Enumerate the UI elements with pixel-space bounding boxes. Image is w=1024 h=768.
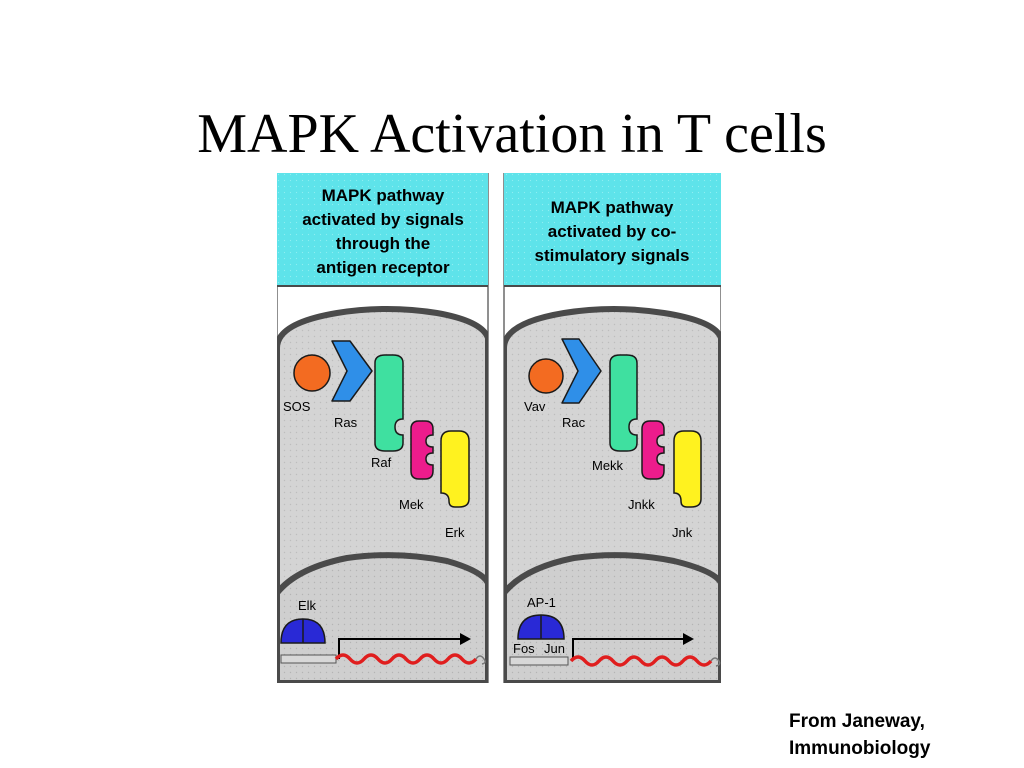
right-panel-header	[504, 173, 721, 286]
erk-label: Erk	[445, 525, 465, 540]
raf-icon	[374, 354, 404, 452]
left-nucleus	[277, 552, 488, 683]
left-transcription-arrow	[338, 638, 462, 659]
rac-label: Rac	[562, 415, 586, 430]
vav-label: Vav	[524, 399, 546, 414]
left-mrna	[334, 653, 478, 665]
vav-icon	[528, 358, 564, 394]
left-promoter-dna	[280, 654, 337, 664]
left-header-line-3: through the	[336, 234, 430, 253]
mekk-icon	[609, 354, 638, 452]
raf-label: Raf	[371, 455, 392, 470]
sos-icon	[293, 354, 331, 392]
jun-label: Jun	[544, 641, 565, 656]
mapk-pathway-figure: MAPK pathway activated by signals throug…	[277, 173, 721, 683]
erk-icon	[440, 430, 470, 508]
right-header-line-1: MAPK pathway	[551, 198, 674, 217]
ap1-label: AP-1	[527, 595, 556, 610]
mekk-label: Mekk	[592, 458, 624, 473]
rac-icon	[561, 338, 602, 404]
slide-title: MAPK Activation in T cells	[197, 103, 827, 165]
jnkk-icon	[641, 420, 665, 480]
left-panel: MAPK pathway activated by signals throug…	[277, 173, 489, 683]
right-header-line-3: stimulatory signals	[535, 246, 690, 265]
ras-icon	[331, 340, 373, 402]
elk-label: Elk	[298, 598, 317, 613]
right-nucleus	[504, 552, 721, 683]
left-panel-header	[277, 173, 488, 286]
right-panel: MAPK pathway activated by co- stimulator…	[503, 173, 721, 683]
credit-line-1: From Janeway,	[789, 711, 925, 732]
ras-label: Ras	[334, 415, 358, 430]
credit-line-2: Immunobiology	[789, 738, 931, 759]
left-header-line-1: MAPK pathway	[322, 186, 445, 205]
right-promoter-dna	[509, 656, 569, 666]
jnk-icon	[673, 430, 702, 508]
left-header-line-2: activated by signals	[302, 210, 464, 229]
right-header-line-2: activated by co-	[548, 222, 677, 241]
left-header-line-4: antigen receptor	[316, 258, 450, 277]
jnkk-label: Jnkk	[628, 497, 655, 512]
source-credit: From Janeway, Immunobiology	[789, 708, 930, 762]
mek-icon	[410, 420, 434, 480]
sos-label: SOS	[283, 399, 311, 414]
right-transcription-arrow	[572, 638, 685, 659]
jnk-label: Jnk	[672, 525, 693, 540]
mek-label: Mek	[399, 497, 424, 512]
right-mrna	[569, 655, 713, 667]
fos-label: Fos	[513, 641, 535, 656]
